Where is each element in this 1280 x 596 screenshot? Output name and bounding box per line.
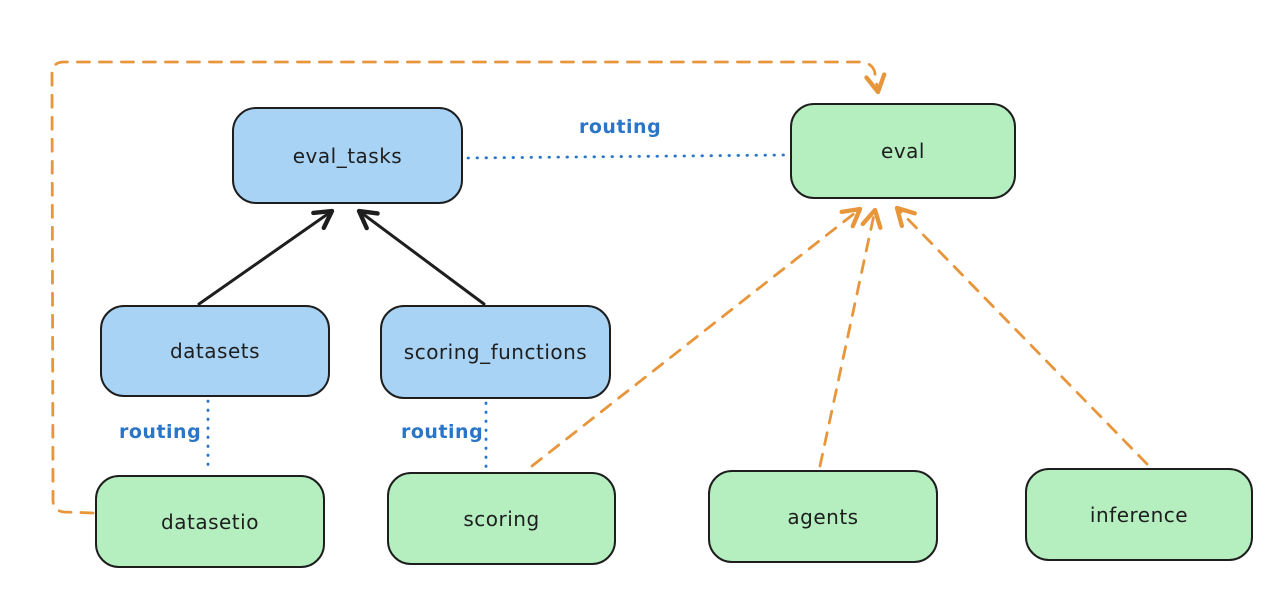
node-inference-label: inference [1089, 502, 1189, 527]
node-scoring-functions: scoring_functions [380, 305, 611, 399]
edge-eval-tasks-to-eval-routing [466, 153, 789, 160]
node-eval-label: eval [881, 139, 925, 163]
edge-label-routing-datasets: routing [119, 421, 202, 443]
edge-agents-to-eval [818, 207, 883, 468]
edge-scoring-functions-to-eval-tasks [356, 208, 486, 306]
node-datasetio: datasetio [95, 475, 325, 568]
node-scoring: scoring [387, 472, 616, 565]
node-datasets-label: datasets [169, 339, 261, 363]
node-agents-label: agents [787, 504, 859, 529]
node-datasetio-label: datasetio [161, 509, 259, 534]
node-eval: eval [790, 103, 1016, 199]
edge-scoring-to-eval [530, 206, 863, 468]
edge-label-routing-scoring: routing [401, 421, 484, 443]
edge-datasets-to-eval-tasks [197, 208, 335, 306]
edge-inference-to-eval [894, 205, 1149, 466]
node-inference: inference [1025, 468, 1253, 561]
edge-label-routing-top: routing [579, 116, 662, 138]
node-agents: agents [708, 470, 938, 563]
node-scoring-functions-label: scoring_functions [403, 340, 588, 364]
node-eval-tasks-label: eval_tasks [292, 143, 403, 168]
edge-datasetio-to-eval [50, 60, 887, 515]
node-datasets: datasets [100, 305, 330, 397]
node-eval-tasks: eval_tasks [232, 107, 463, 204]
node-scoring-label: scoring [463, 506, 540, 531]
